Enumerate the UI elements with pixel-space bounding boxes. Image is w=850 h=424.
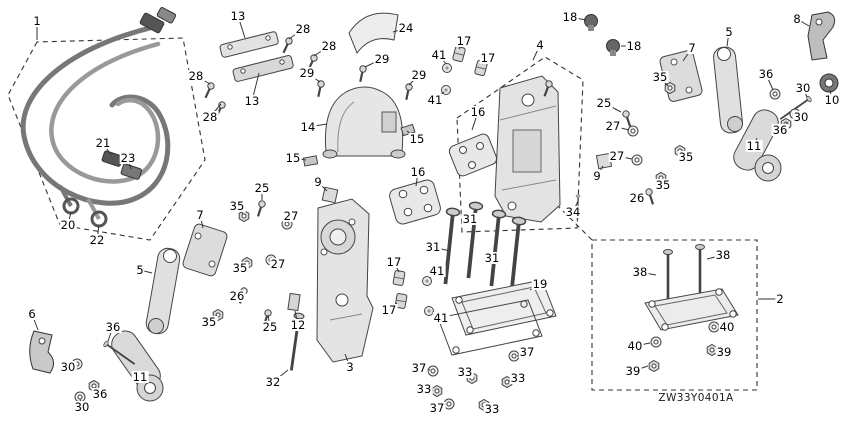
left-control-arm (29, 223, 228, 403)
control-body-3 (285, 186, 374, 373)
cable-assembly (20, 7, 177, 228)
housing-14 (302, 86, 416, 167)
grommets-18 (584, 14, 620, 56)
bracket-plates (201, 31, 320, 120)
mount-kit-2 (644, 243, 739, 372)
mount-plate-group (392, 199, 557, 411)
mount-housing-4 (494, 75, 581, 223)
diagram-code: ZW33Y0401A (658, 392, 734, 404)
clamps-upper-17-41 (441, 45, 489, 95)
left-fasteners (212, 198, 293, 328)
plates-16 (389, 133, 498, 225)
cover-24 (348, 12, 399, 55)
right-control-arm (659, 11, 839, 182)
